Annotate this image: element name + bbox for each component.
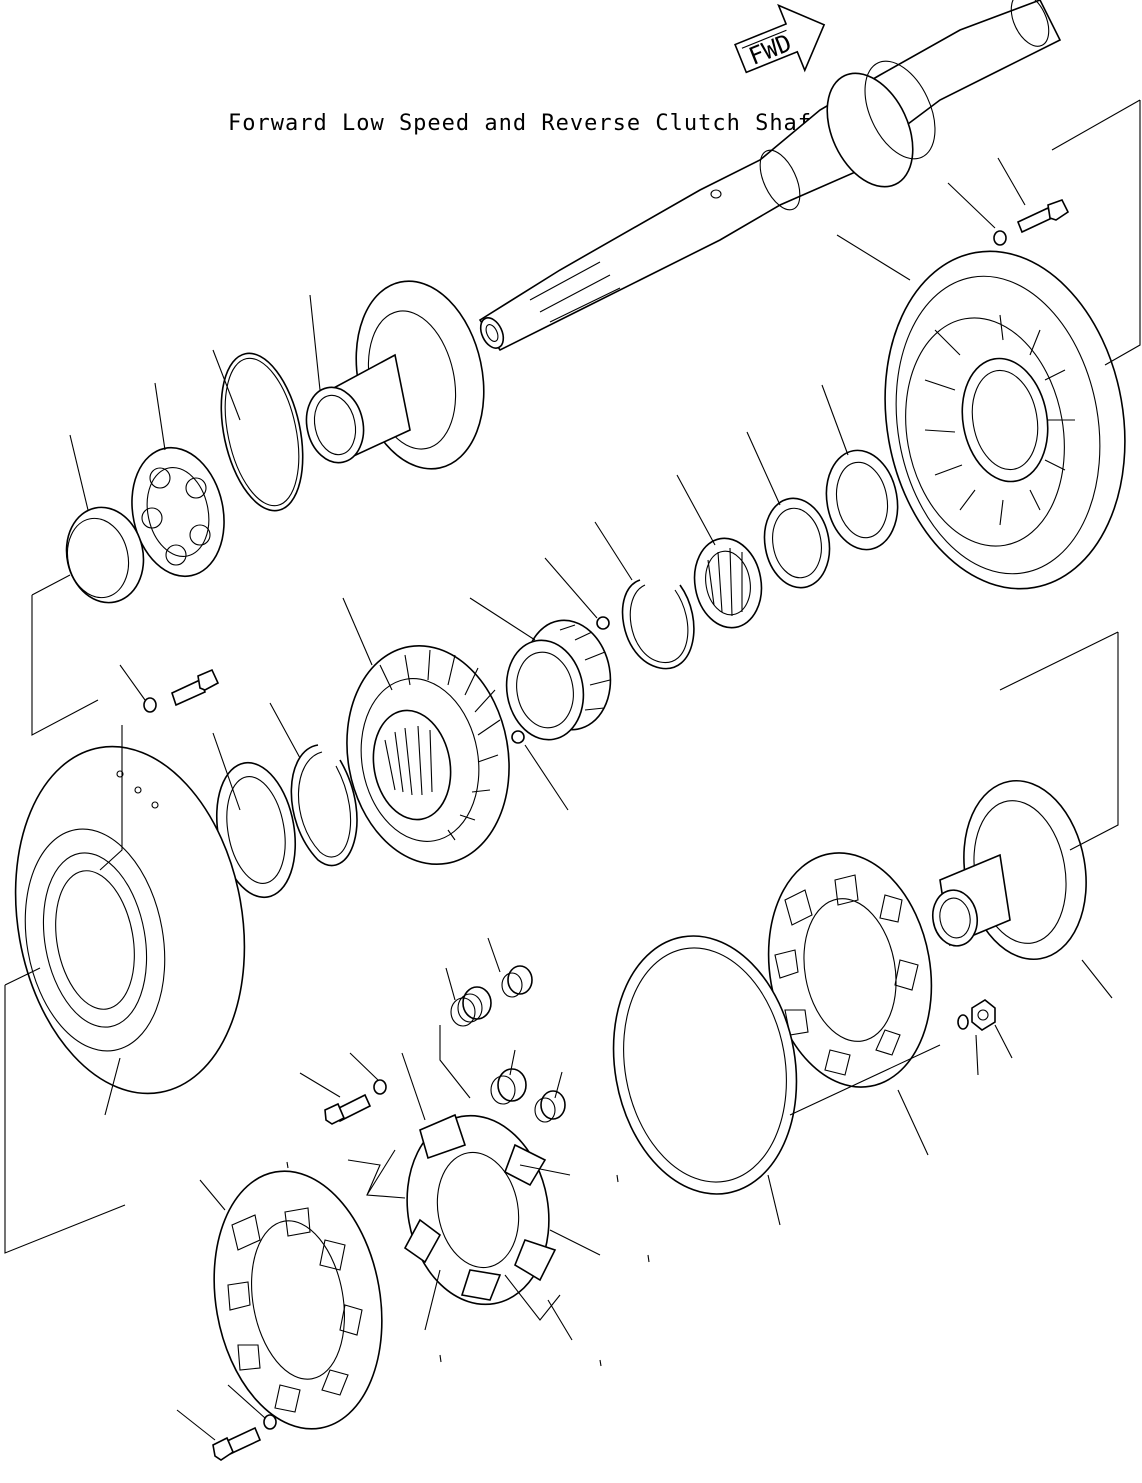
needle-bearing <box>693 537 763 629</box>
clutch-disk-large <box>14 745 246 1095</box>
washer-lower-center <box>373 1079 387 1095</box>
turbine-runner <box>346 644 510 866</box>
clutch-ring-plate <box>612 935 798 1195</box>
fwd-direction-arrow: FWD <box>734 3 826 74</box>
roller-bearing <box>131 446 225 578</box>
spring-1 <box>450 986 492 1027</box>
bearing-retainer <box>763 497 831 589</box>
callout-dot-lower <box>511 730 525 744</box>
snap-ring-upper <box>621 579 695 670</box>
seal-ring <box>220 352 304 512</box>
clutch-hub-upper <box>305 280 485 470</box>
thrust-washer <box>825 449 899 551</box>
damper-hub <box>403 1113 557 1306</box>
washer-lower-left <box>263 1414 277 1430</box>
bolt-lower-center <box>324 1093 372 1125</box>
damper-plate-left <box>213 1170 383 1430</box>
bolt-upper-right <box>1016 199 1070 234</box>
gear-ring <box>505 619 612 741</box>
callout-dot-upper <box>596 616 610 630</box>
clutch-drum-housing <box>884 250 1126 590</box>
clutch-shaft <box>478 0 1062 352</box>
washer-middle-left <box>143 697 157 713</box>
spring-3 <box>490 1068 527 1105</box>
bolt-middle-left <box>171 668 220 707</box>
leader-lines <box>4 99 1141 1441</box>
spring-2 <box>501 965 533 998</box>
diagram-title: Forward Low Speed and Reverse Clutch Sha… <box>228 111 826 136</box>
nut-right <box>971 999 996 1031</box>
bearing-race <box>65 506 145 604</box>
spring-4 <box>534 1090 566 1123</box>
washer-right <box>957 1014 969 1030</box>
bolt-lower-left <box>212 1426 262 1461</box>
washer-upper-right <box>993 230 1007 246</box>
clutch-hub-lower <box>931 779 1087 961</box>
snap-ring-lower <box>290 744 358 867</box>
damper-plate-right <box>767 852 933 1088</box>
